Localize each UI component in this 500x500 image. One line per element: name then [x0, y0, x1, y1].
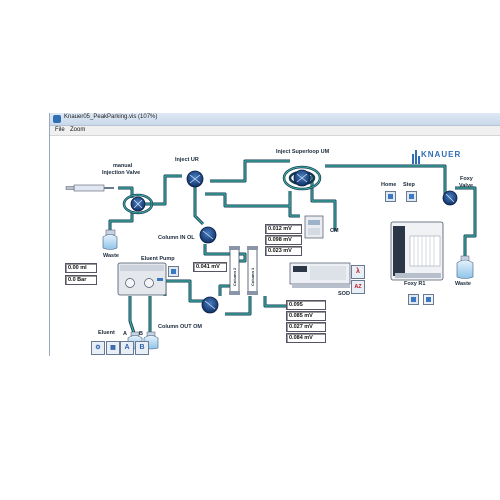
grid-icon: ▦	[110, 345, 116, 351]
app-icon	[53, 115, 61, 123]
eluent-b-button[interactable]: B	[135, 341, 149, 355]
home-button[interactable]	[385, 191, 396, 202]
label-step: Step	[403, 182, 415, 188]
eluent-pump-icon[interactable]	[117, 262, 167, 296]
sod-detector-icon	[289, 262, 351, 288]
column-in-valve-icon[interactable]	[199, 226, 217, 244]
flow-diagram	[65, 150, 477, 350]
label-eluent-pump: Eluent Pump	[141, 256, 175, 262]
foxy-valve-icon[interactable]	[442, 190, 458, 206]
cm-detector-icon	[304, 215, 324, 239]
sod-readout-3: 0.027 mV	[286, 322, 326, 332]
volume-readout: 0.00 ml	[65, 263, 97, 273]
window-title: Knauer05_PeakParking.vis (107%)	[64, 114, 158, 120]
label-waste-right: Waste	[455, 281, 471, 287]
cm-readout-3: 0.023 mV	[265, 246, 302, 256]
foxy-r1-collector-icon	[390, 221, 444, 281]
label-sod: SOD	[338, 291, 350, 297]
label-valve: Valve	[459, 183, 474, 189]
autozero-button[interactable]: AZ	[351, 280, 365, 294]
label-inject-ur: Inject UR	[175, 157, 199, 163]
waste-bottle-right-icon	[456, 255, 474, 279]
eluent-a-button[interactable]: A	[120, 341, 134, 355]
inject-ur-valve-icon[interactable]	[186, 170, 204, 188]
waste-bottle-left-icon	[102, 229, 118, 250]
column-signal-readout: 0.041 mV	[193, 262, 227, 272]
cm-readout-2: 0.098 mV	[265, 235, 302, 245]
sod-readout-1: 0.095	[286, 300, 326, 310]
label-eluent: Eluent	[98, 330, 115, 336]
title-bar: Knauer05_PeakParking.vis (107%)	[50, 113, 500, 126]
column-2-icon	[229, 246, 240, 295]
step-button[interactable]	[406, 191, 417, 202]
label-column-out: Column OUT OM	[158, 324, 202, 330]
lambda-button[interactable]: λ	[351, 265, 365, 279]
settings-icon: ⚙	[95, 345, 101, 351]
label-manual: manual	[113, 163, 133, 169]
label-column-in: Column IN OL	[158, 235, 195, 241]
label-waste-left: Waste	[103, 253, 119, 259]
syringe-icon	[65, 184, 114, 192]
pressure-readout: 0.0 Bar	[65, 275, 97, 285]
cm-readout-1: 0.012 mV	[265, 224, 302, 234]
foxy-monitor-button[interactable]	[423, 294, 434, 305]
label-home: Home	[381, 182, 397, 188]
menu-bar: File Zoom	[50, 126, 500, 136]
inject-superloop-valve-icon[interactable]	[293, 169, 311, 187]
application-window: Knauer05_PeakParking.vis (107%) File Zoo…	[49, 113, 500, 356]
foxy-settings-button[interactable]	[408, 294, 419, 305]
manual-injection-valve-icon[interactable]	[130, 196, 146, 212]
eluent-settings-button[interactable]: ⚙	[91, 341, 105, 355]
process-panel: KNAUER manual Injection Valve Waste Inje…	[50, 136, 500, 356]
knauer-logo-text: KNAUER	[421, 150, 462, 159]
sod-readout-4: 0.084 mV	[286, 333, 326, 343]
menu-zoom[interactable]: Zoom	[70, 127, 86, 133]
column-out-valve-icon[interactable]	[201, 296, 219, 314]
label-inject-superloop: Inject Superloop UM	[276, 149, 330, 155]
label-foxy-r1: Foxy R1	[404, 281, 426, 287]
label-injection-valve: Injection Valve	[102, 170, 141, 176]
label-column-1: Column 1	[250, 267, 255, 286]
eluent-grid-button[interactable]: ▦	[106, 341, 120, 355]
menu-file[interactable]: File	[55, 127, 65, 133]
label-eluent-b: B	[139, 331, 143, 337]
knauer-logo-icon	[412, 150, 420, 164]
label-eluent-a: A	[123, 331, 127, 337]
label-foxy: Foxy	[460, 176, 473, 182]
sod-readout-2: 0.085 mV	[286, 311, 326, 321]
label-column-2: Column 2	[232, 267, 237, 286]
column-1-icon	[247, 246, 258, 295]
pump-control-button[interactable]	[168, 266, 179, 277]
label-cm: CM	[330, 228, 339, 234]
